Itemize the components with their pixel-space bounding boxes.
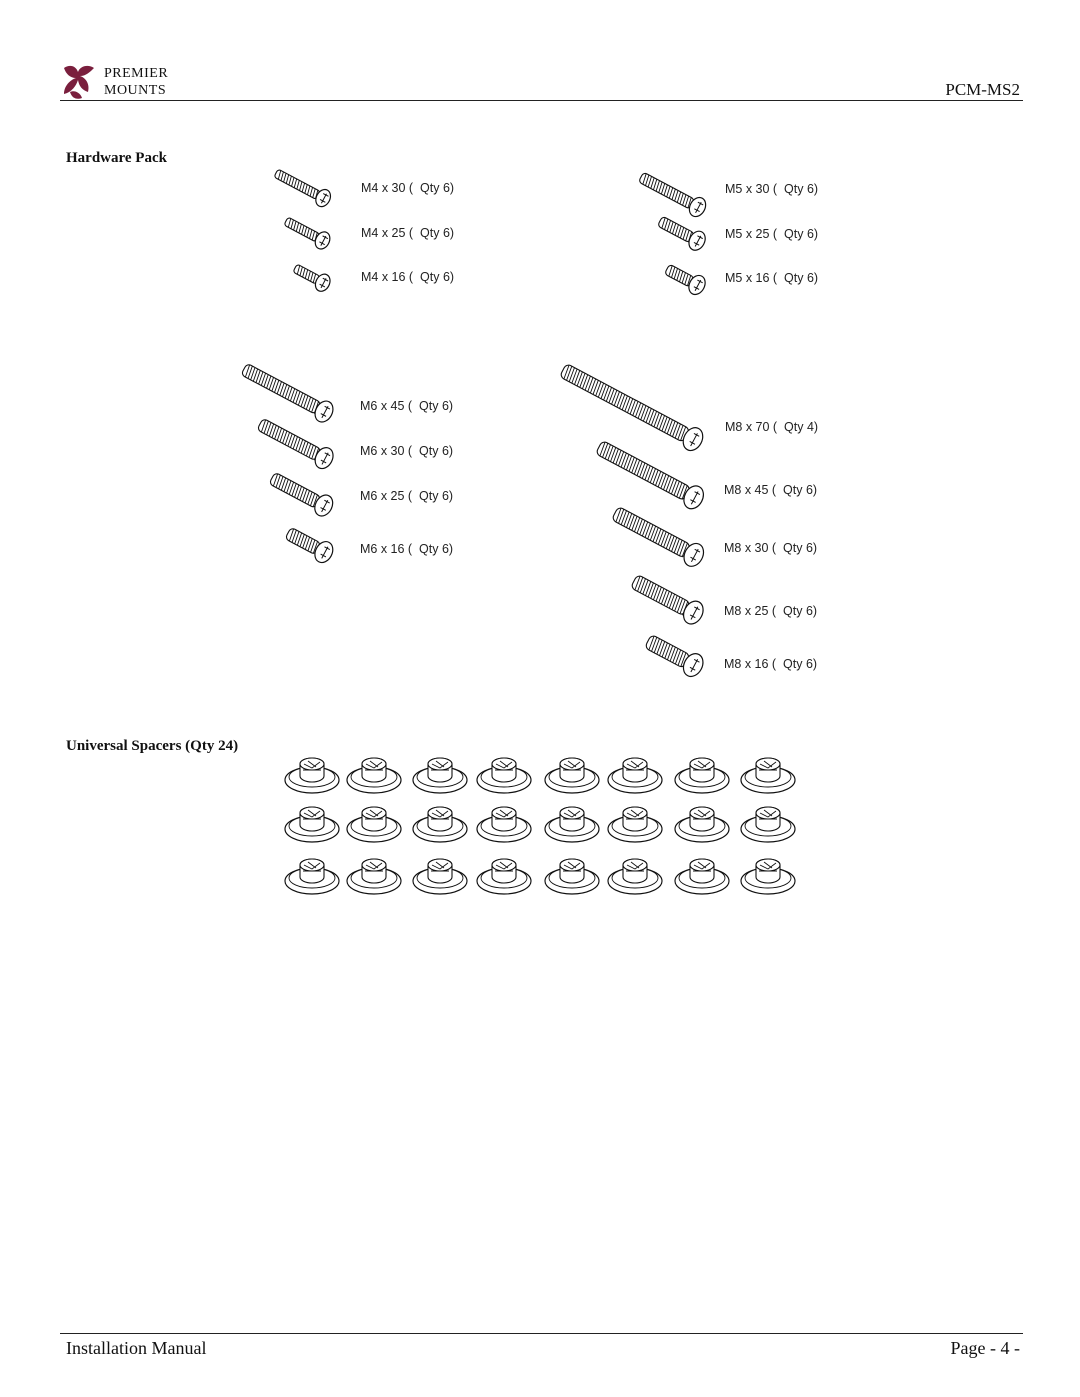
spacer-icon	[346, 858, 402, 895]
spacer-icon	[674, 757, 730, 794]
spacer-icon	[284, 806, 340, 843]
spacer-icon	[476, 806, 532, 843]
spacer-icon	[740, 806, 796, 843]
screw-m8-16-icon	[645, 635, 704, 678]
universal-spacers-title: Universal Spacers (Qty 24)	[66, 738, 239, 754]
label-m4-30: M4 x 30 ( Qty 6)	[361, 181, 455, 195]
spacer-icon	[607, 806, 663, 843]
spacer-icon	[284, 858, 340, 895]
label-m8-45: M8 x 45 ( Qty 6)	[724, 483, 818, 497]
label-m6-25: M6 x 25 ( Qty 6)	[360, 489, 454, 503]
label-m8-70: M8 x 70 ( Qty 4)	[725, 420, 819, 434]
label-m6-16: M6 x 16 ( Qty 6)	[360, 542, 454, 556]
header-rule	[60, 100, 1023, 101]
brand-line1: PREMIER	[104, 66, 169, 81]
screw-m6-25-icon	[270, 472, 334, 517]
spacer-icon	[412, 858, 468, 895]
screw-m8-45-icon	[596, 441, 704, 510]
footer-page-number: Page - 4 -	[950, 1338, 1020, 1358]
screw-m5-16-icon	[665, 264, 707, 295]
spacer-icon	[476, 757, 532, 794]
spacer-icon	[346, 757, 402, 794]
screw-m4-16-icon	[293, 264, 331, 292]
label-m4-16: M4 x 16 ( Qty 6)	[361, 270, 455, 284]
screw-m6-45-icon	[241, 363, 334, 423]
screw-m8-70-icon	[561, 364, 704, 452]
spacer-icon	[544, 757, 600, 794]
screw-m8-25-icon	[631, 575, 704, 625]
spacer-icon	[607, 757, 663, 794]
spacer-icon	[544, 806, 600, 843]
screw-m5-30-icon	[638, 172, 707, 217]
spacer-icon	[674, 858, 730, 895]
screw-m8-30-icon	[612, 507, 704, 567]
label-m8-30: M8 x 30 ( Qty 6)	[724, 541, 818, 555]
spacer-icon	[544, 858, 600, 895]
label-m5-30: M5 x 30 ( Qty 6)	[725, 182, 819, 196]
label-m8-16: M8 x 16 ( Qty 6)	[724, 657, 818, 671]
screw-m5-25-icon	[658, 216, 707, 251]
spacer-icon	[412, 757, 468, 794]
spacer-icon	[284, 757, 340, 794]
label-m6-45: M6 x 45 ( Qty 6)	[360, 399, 454, 413]
spacer-icon	[740, 858, 796, 895]
spacer-icon	[607, 858, 663, 895]
footer-rule	[60, 1333, 1023, 1334]
hardware-pack-title: Hardware Pack	[66, 150, 167, 166]
spacer-icon	[674, 806, 730, 843]
label-m6-30: M6 x 30 ( Qty 6)	[360, 444, 454, 458]
spacer-icon	[412, 806, 468, 843]
label-m5-25: M5 x 25 ( Qty 6)	[725, 227, 819, 241]
screw-m4-25-icon	[284, 217, 331, 250]
premier-mounts-logo-icon	[64, 65, 94, 99]
model-number: PCM-MS2	[945, 80, 1020, 99]
brand-line2: MOUNTS	[104, 83, 167, 98]
label-m5-16: M5 x 16 ( Qty 6)	[725, 271, 819, 285]
label-m4-25: M4 x 25 ( Qty 6)	[361, 226, 455, 240]
footer-manual-title: Installation Manual	[66, 1338, 207, 1358]
screw-m4-30-icon	[274, 169, 331, 208]
screw-m6-30-icon	[257, 419, 334, 470]
spacer-icon	[476, 858, 532, 895]
screw-m6-16-icon	[285, 528, 334, 564]
label-m8-25: M8 x 25 ( Qty 6)	[724, 604, 818, 618]
spacer-icon	[740, 757, 796, 794]
spacer-icon	[346, 806, 402, 843]
